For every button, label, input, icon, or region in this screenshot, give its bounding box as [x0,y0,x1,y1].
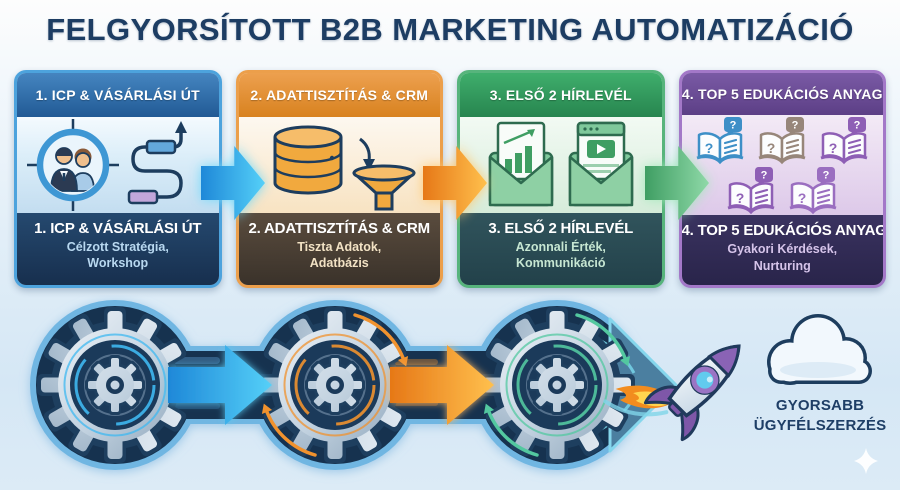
education-book-icon [757,115,807,164]
flowchart-icon [127,121,187,205]
result-line1: GYORSABB [775,397,865,414]
arrow-right-icon [201,146,265,220]
result-line2: ÜGYFÉLSZERZÉS [753,416,887,434]
education-book-icon [788,165,838,214]
education-book-icon [819,115,869,164]
step-footer-sub: Azonnali Érték, Kommunikáció [515,240,606,271]
step-footer-sub: Célzott Stratégia, Workshop [66,240,169,271]
step-card-newsletters: 3. ELSŐ 2 HÍRLEVÉL [457,70,665,288]
step-footer-sub: Tiszta Adatok, Adatbázis [297,240,382,271]
step-card-header: 2. ADATTISZTÍTÁS & CRM [238,73,440,117]
step-card-icon-area: ? ? [681,115,883,216]
step-footer-sub: Gyakori Kérdések, Nurturing [727,242,838,273]
step-card-footer: 3. ELSŐ 2 HÍRLEVÉL Azonnali Érték, Kommu… [460,213,662,285]
step-card-education: 4. TOP 5 EDUKÁCIÓS ANYAG ? ? [678,70,886,288]
arrow-right-icon [390,345,494,425]
process-band [30,300,878,474]
step-card-header: 4. TOP 5 EDUKÁCIÓS ANYAG [681,73,883,116]
step-card-icon-area [17,117,219,213]
curved-arrow-down-icon [359,137,376,171]
step-card-footer: 2. ADATTISZTÍTÁS & CRM Tiszta Adatok, Ad… [238,213,440,285]
arrow-right-icon [423,146,487,220]
cloud-icon [767,314,872,385]
crm-illustration [273,125,416,211]
step-card-footer: 1. ICP & VÁSÁRLÁSI ÚT Célzott Stratégia,… [17,213,219,285]
arrow-right-icon [645,146,709,220]
page-title: FELGYORSÍTOTT B2B MARKETING AUTOMATIZÁCI… [46,12,854,47]
step-footer-title: 3. ELSŐ 2 HÍRLEVÉL [488,220,634,237]
step-card-header: 3. ELSŐ 2 HÍRLEVÉL [460,73,662,117]
step-footer-title: 1. ICP & VÁSÁRLÁSI ÚT [34,220,202,237]
rocket-icon [643,344,741,442]
result-label: GYORSABB ÜGYFÉLSZERZÉS [735,396,900,435]
step-card-icp: 1. ICP & VÁSÁRLÁSI ÚT [14,70,222,288]
icp-illustration [26,119,187,211]
funnel-icon [352,164,416,211]
newsletter-video-envelope-icon [568,121,633,207]
newsletter-chart-envelope-icon [488,121,553,207]
newsletter-illustration [488,121,633,207]
step-card-icon-area [238,117,440,213]
database-icon [273,125,416,211]
step-footer-title: 4. TOP 5 EDUKÁCIÓS ANYAG [681,222,886,240]
step-card-icon-area [460,117,662,213]
step-card-footer: 4. TOP 5 EDUKÁCIÓS ANYAG Gyakori Kérdése… [681,215,886,285]
target-audience-icon [26,119,119,211]
sparkle-icon [854,448,878,474]
steps-row: 1. ICP & VÁSÁRLÁSI ÚT [14,70,886,288]
step-card-data-crm: 2. ADATTISZTÍTÁS & CRM [235,70,443,288]
step-footer-title: 2. ADATTISZTÍTÁS & CRM [248,220,431,237]
education-book-icon [726,165,776,214]
education-illustration: ? ? [695,115,869,214]
step-card-header: 1. ICP & VÁSÁRLÁSI ÚT [17,73,219,117]
arrow-right-icon [168,345,272,425]
